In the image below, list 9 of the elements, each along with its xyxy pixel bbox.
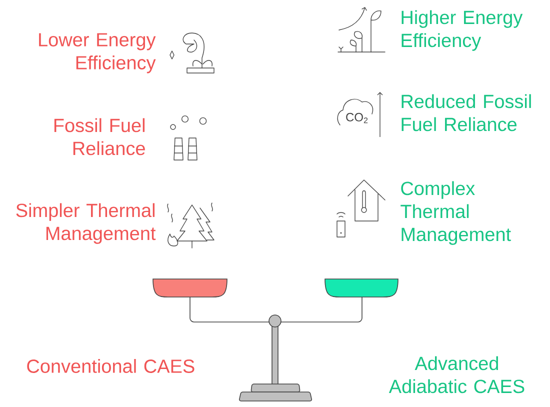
caption-text: Advanced Adiabatic CAES <box>388 356 524 394</box>
icon-text: CO$_{2}$ <box>346 112 368 124</box>
caption-text: Fossil Fuel Reliance <box>54 118 145 156</box>
caption-text: Lower Energy Efficiency <box>39 33 156 74</box>
caption-text: Simpler Thermal Management <box>16 203 156 244</box>
caption-text: Conventional CAES <box>27 359 194 373</box>
caption-text: Higher Energy Efficiency <box>402 10 523 51</box>
caption-text: Reduced Fossil Fuel Reliance <box>402 94 531 132</box>
caption-text: Complex Thermal Management <box>400 181 511 245</box>
